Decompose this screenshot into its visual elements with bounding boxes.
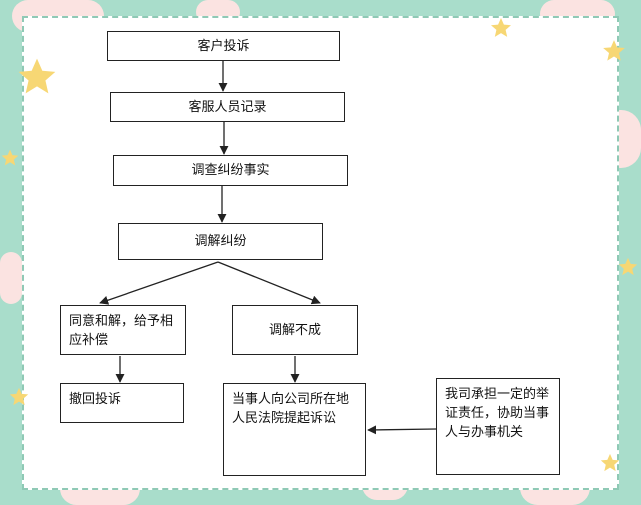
star-icon — [1, 149, 19, 166]
node-agree-settle: 同意和解，给予相应补偿 — [60, 305, 186, 355]
node-investigate-facts: 调查纠纷事实 — [113, 155, 348, 186]
star-icon — [600, 453, 620, 472]
cloud-decoration-left — [0, 252, 22, 304]
star-icon — [18, 58, 56, 94]
arrow-mediate-to-failed — [217, 261, 321, 305]
star-icon — [603, 40, 625, 61]
node-service-record: 客服人员记录 — [110, 92, 345, 122]
star-icon — [618, 257, 638, 276]
star-icon — [491, 18, 511, 37]
node-withdraw-complaint: 撤回投诉 — [60, 383, 184, 423]
arrow-burden-to-lawsuit — [367, 425, 437, 435]
node-mediate-dispute: 调解纠纷 — [118, 223, 323, 260]
node-customer-complaint: 客户投诉 — [107, 31, 340, 61]
star-icon — [9, 387, 29, 406]
node-company-burden: 我司承担一定的举证责任，协助当事人与办事机关 — [436, 378, 560, 475]
node-file-lawsuit: 当事人向公司所在地人民法院提起诉讼 — [223, 383, 366, 476]
node-mediation-failed: 调解不成 — [232, 305, 358, 355]
arrow-mediate-to-agree — [99, 261, 219, 305]
